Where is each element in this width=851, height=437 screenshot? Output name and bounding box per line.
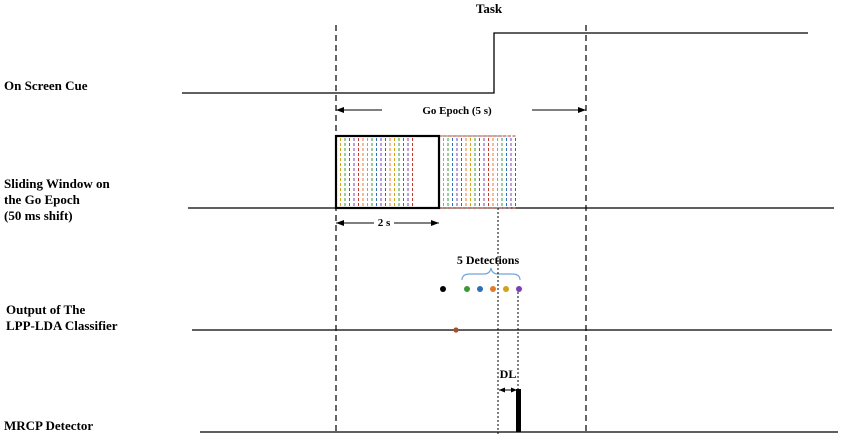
sliding-window-label-line2: the Go Epoch — [4, 192, 81, 207]
detection-dots-group — [440, 286, 522, 292]
sliding-window-shift — [340, 135, 444, 209]
mrcp-detection-pulse — [516, 389, 521, 432]
window-length-arrowhead-left — [336, 220, 344, 226]
go-epoch-arrowhead-right — [578, 107, 586, 113]
detection-dot — [440, 286, 446, 292]
sliding-windows-group — [335, 135, 516, 209]
sliding-window-shift — [380, 135, 485, 209]
detection-dot — [464, 286, 470, 292]
classifier-output-label-line1: Output of The — [6, 302, 85, 317]
mrcp-detector-label: MRCP Detector — [4, 418, 93, 433]
on-screen-cue-label: On Screen Cue — [4, 78, 88, 93]
dl-arrowhead-left — [499, 387, 505, 393]
sliding-window-shift — [353, 135, 458, 209]
sliding-window-shift — [376, 135, 480, 209]
sliding-window-shift — [389, 135, 494, 209]
go-epoch-arrowhead-left — [336, 107, 344, 113]
detections-label: 5 Detections — [457, 253, 520, 267]
sliding-window-shift — [385, 135, 489, 209]
window-length-arrowhead-right — [431, 220, 439, 226]
detection-dot — [516, 286, 522, 292]
sliding-window-shift — [371, 135, 476, 209]
on-screen-cue-signal — [182, 32, 808, 94]
sliding-window-shift — [403, 135, 507, 209]
sliding-window-shift — [412, 135, 516, 209]
sliding-window-shift — [394, 135, 498, 209]
sliding-window-shift — [362, 135, 467, 209]
diagram-title: Task — [476, 1, 503, 16]
window-length-label-bg — [374, 215, 394, 229]
sliding-window-shift — [407, 135, 512, 209]
go-epoch-label-bg — [382, 102, 532, 118]
dl-arrowhead-right — [511, 387, 517, 393]
sliding-window-shift — [358, 135, 462, 209]
dl-label: DL — [500, 367, 517, 381]
window-length-label: 2 s — [378, 217, 391, 229]
sliding-window-shift — [349, 135, 453, 209]
sliding-window-label-line3: (50 ms shift) — [4, 208, 73, 223]
sliding-window-shift — [367, 135, 471, 209]
detection-dot — [477, 286, 483, 292]
classifier-output-label-line2: LPP-LDA Classifier — [6, 318, 118, 333]
detections-brace — [461, 267, 521, 281]
detection-dot — [490, 286, 496, 292]
go-epoch-label: Go Epoch (5 s) — [422, 105, 492, 117]
first-sliding-window — [334, 134, 441, 210]
sliding-window-shift — [398, 135, 503, 209]
classifier-output-marker — [453, 327, 459, 333]
sliding-window-label-line1: Sliding Window on — [4, 176, 111, 191]
sliding-window-shift — [335, 135, 440, 209]
sliding-window-shift — [344, 135, 449, 209]
detection-dot — [503, 286, 509, 292]
